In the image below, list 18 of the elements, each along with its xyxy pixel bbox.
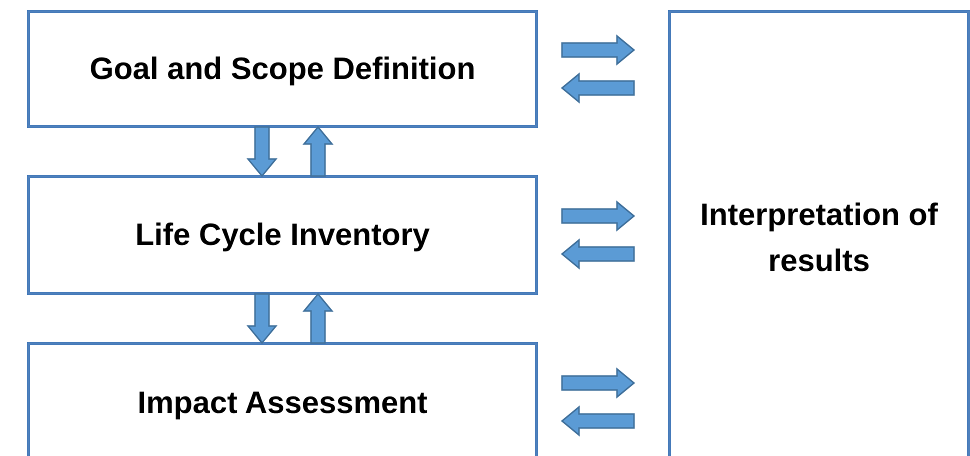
box-label: Goal and Scope Definition (90, 50, 476, 88)
box-label: Impact Assessment (137, 384, 428, 422)
block-arrow (302, 126, 334, 177)
process-box (668, 10, 970, 456)
block-arrow (246, 293, 278, 344)
process-box (27, 175, 538, 295)
block-arrow (560, 405, 635, 437)
process-box (27, 342, 538, 456)
block-arrow (561, 200, 636, 232)
block-arrow (561, 367, 636, 399)
block-arrow (561, 34, 636, 66)
process-box (27, 10, 538, 128)
block-arrow (302, 292, 334, 344)
block-arrow (246, 126, 278, 178)
block-arrow (560, 238, 635, 270)
block-arrow (560, 72, 635, 104)
box-label: Interpretation of results (699, 196, 939, 280)
box-label: Life Cycle Inventory (135, 216, 430, 254)
